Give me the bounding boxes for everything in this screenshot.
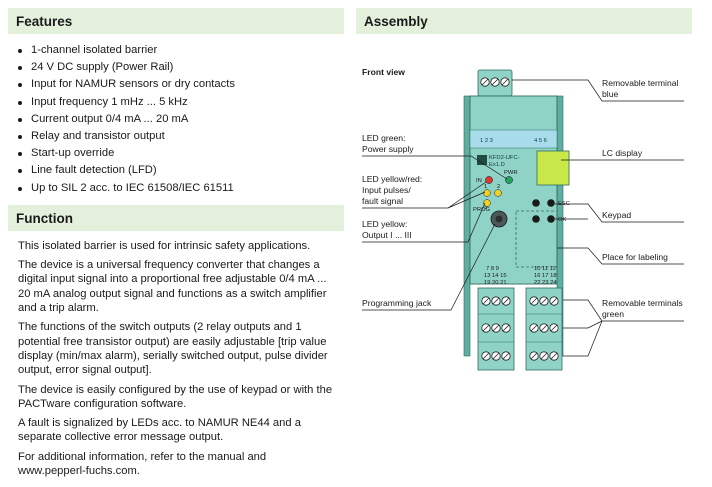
label-term-green-2: green — [602, 309, 624, 319]
label-term-blue-1: Removable terminal — [602, 78, 679, 88]
in-led-label: IN — [476, 178, 482, 184]
output-led-3 — [483, 199, 491, 207]
terminal-block-bottom-right — [525, 287, 563, 371]
left-callout-lines — [362, 155, 508, 311]
function-header: Function — [8, 204, 344, 231]
label-led-y-2: Output I ... III — [362, 230, 412, 240]
label-lc-display: LC display — [602, 148, 643, 158]
device-top-band — [469, 129, 558, 149]
function-paragraph: For additional information, refer to the… — [18, 450, 267, 477]
right-callout-lines — [512, 79, 684, 357]
function-paragraph: This isolated barrier is used for intrin… — [18, 239, 311, 252]
feature-item: 24 V DC supply (Power Rail) — [18, 59, 344, 76]
function-body: This isolated barrier is used for intrin… — [8, 231, 344, 478]
feature-item: Start-up override — [18, 145, 344, 162]
key-ok-label: OK — [558, 217, 567, 223]
feature-item: 1-channel isolated barrier — [18, 42, 344, 59]
label-term-blue-2: blue — [602, 89, 618, 99]
feature-item: Up to SIL 2 acc. to IEC 61508/IEC 61511 — [18, 180, 344, 197]
model-line-1: KFD2-UFC- — [489, 155, 520, 161]
brand-logo — [477, 155, 487, 165]
lc-display — [536, 150, 570, 186]
bottom-right-row-3: 22 23 24 — [534, 280, 557, 286]
pwr-led-label: PWR — [504, 170, 518, 176]
label-term-green-1: Removable terminals — [602, 298, 683, 308]
output-led-1 — [483, 189, 491, 197]
features-header: Features — [8, 8, 344, 34]
label-led-green-1: LED green: — [362, 133, 405, 143]
left-column: Features 1-channel isolated barrier 24 V… — [8, 8, 344, 483]
labeling-area — [515, 210, 558, 268]
feature-item: Input frequency 1 mHz ... 5 kHz — [18, 94, 344, 111]
function-paragraph: A fault is signalized by LEDs acc. to NA… — [18, 417, 301, 444]
led-3-label: 3 — [484, 205, 487, 211]
keypad-key-ok[interactable] — [547, 215, 555, 223]
bottom-left-row-3: 19 20 21 — [484, 280, 507, 286]
bottom-left-row-1: 7 8 9 — [486, 266, 499, 272]
bottom-right-row-2: 16 17 18 — [534, 273, 557, 279]
label-prog-jack: Programming jack — [362, 298, 432, 308]
label-led-yr-1: LED yellow/red: — [362, 174, 422, 184]
front-view-label: Front view — [362, 67, 405, 77]
label-labeling: Place for labeling — [602, 252, 668, 262]
led-1-label: 1 — [484, 184, 487, 190]
assembly-header: Assembly — [356, 8, 692, 34]
features-list: 1-channel isolated barrier 24 V DC suppl… — [8, 42, 344, 197]
assembly-diagram: Front view 1 2 3 4 5 6 KFD2-UFC- Ex1.D P… — [362, 67, 684, 371]
feature-item: Relay and transistor output — [18, 128, 344, 145]
function-paragraph: The device is a universal frequency conv… — [18, 259, 327, 315]
feature-item: Current output 0/4 mA ... 20 mA — [18, 111, 344, 128]
keypad-key-esc[interactable] — [547, 199, 555, 207]
power-led — [505, 176, 513, 184]
bottom-right-row-1: 10 11 12 — [534, 266, 556, 272]
led-2-label: 2 — [497, 184, 500, 190]
label-led-y-1: LED yellow: — [362, 219, 407, 229]
housing-side-left — [463, 95, 471, 357]
model-line-2: Ex1.D — [489, 162, 505, 168]
top-terminal-numbers-left: 1 2 3 — [480, 138, 493, 144]
bottom-left-row-2: 13 14 15 — [484, 273, 507, 279]
terminal-block-top — [477, 69, 513, 97]
function-paragraph: The device is easily configured by the u… — [18, 383, 333, 410]
keypad-key-down[interactable] — [532, 215, 540, 223]
feature-item: Line fault detection (LFD) — [18, 162, 344, 179]
terminal-block-bottom-left — [477, 287, 515, 371]
label-led-green-2: Power supply — [362, 144, 414, 154]
output-led-2 — [494, 189, 502, 197]
programming-jack-hole — [495, 215, 503, 223]
right-column: Assembly Front view 1 2 3 4 5 6 KFD2-UFC… — [356, 8, 692, 487]
input-led — [485, 176, 493, 184]
keypad-key-left[interactable] — [532, 199, 540, 207]
feature-item: Input for NAMUR sensors or dry contacts — [18, 76, 344, 93]
top-terminal-numbers-right: 4 5 6 — [534, 138, 547, 144]
function-paragraph: The functions of the switch outputs (2 r… — [18, 321, 328, 377]
device-housing — [469, 95, 558, 285]
label-keypad: Keypad — [602, 210, 631, 220]
label-led-yr-3: fault signal — [362, 196, 403, 206]
label-led-yr-2: Input pulses/ — [362, 185, 411, 195]
